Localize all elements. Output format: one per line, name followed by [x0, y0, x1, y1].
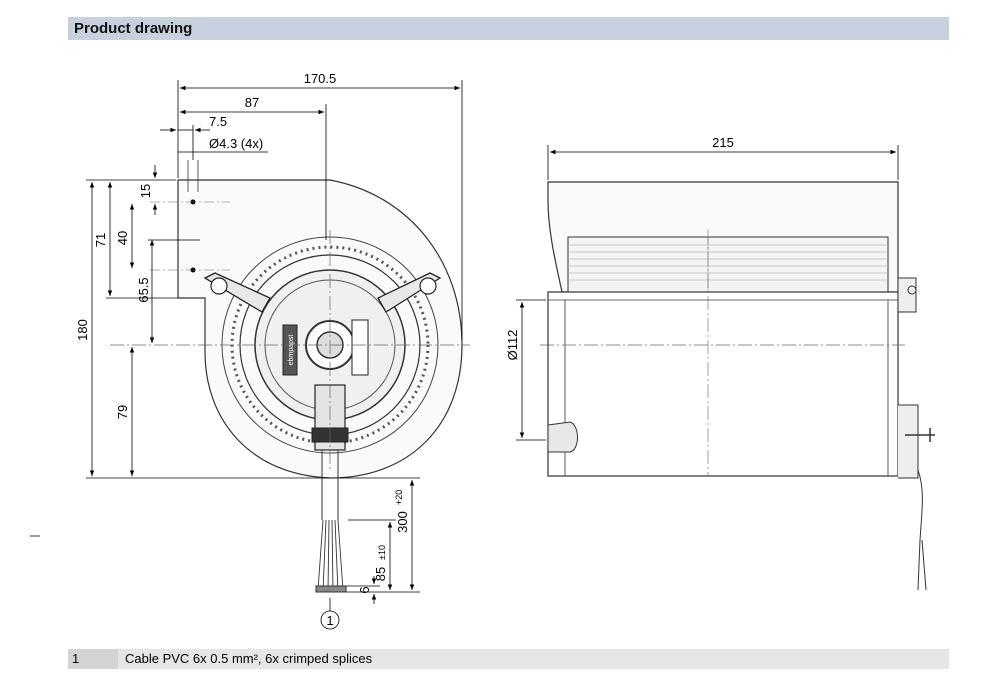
- note-number: 1: [72, 651, 80, 666]
- side-view: [540, 181, 935, 591]
- dim-79: 79: [115, 405, 130, 419]
- side-main-housing: [547, 291, 899, 477]
- dim-71: 71: [93, 233, 108, 247]
- dim-40: 40: [115, 231, 130, 245]
- note-number-cell: 1: [68, 649, 118, 669]
- front-dim-labels: 170.5 87 7.5 Ø4.3 (4x) 15 40 71 65.5 180…: [75, 71, 410, 628]
- cable-wires: [317, 519, 344, 593]
- dim-strip-length: 85: [373, 567, 388, 581]
- dim-center-offset: 87: [245, 95, 259, 110]
- cable-sheath: [321, 450, 339, 520]
- brand-plate: [282, 324, 298, 376]
- brand-label: ebmpapst: [288, 335, 295, 366]
- dim-outlet-dia: Ø112: [505, 330, 520, 361]
- side-bracket-bottom: [898, 404, 919, 479]
- arm-hole-right: [419, 277, 437, 295]
- dim-6: 6: [357, 586, 372, 593]
- front-view: [110, 160, 470, 593]
- note-text: Cable PVC 6x 0.5 mm², 6x crimped splices: [125, 651, 373, 666]
- dim-cable-length-tol: +20: [394, 490, 404, 505]
- crimp-splices: [315, 585, 347, 593]
- dim-side-width: 215: [712, 135, 734, 150]
- dim-65-5: 65.5: [136, 277, 151, 302]
- side-dimensions: [516, 145, 899, 441]
- callout-1: 1: [326, 613, 333, 628]
- side-impeller: [567, 236, 889, 293]
- dim-180: 180: [75, 319, 90, 341]
- rating-plate: [351, 319, 369, 376]
- impeller-lines: [568, 237, 888, 292]
- side-outlet-tab: [547, 421, 578, 453]
- dim-hole-offset: 7.5: [209, 114, 227, 129]
- dim-strip-length-tol: ±10: [377, 545, 387, 560]
- dim-cable-length: 300: [395, 511, 410, 533]
- side-dim-labels: 215 Ø112: [505, 135, 734, 360]
- front-dimensions: [86, 80, 463, 630]
- note-row: 1 Cable PVC 6x 0.5 mm², 6x crimped splic…: [68, 649, 949, 669]
- dim-hole-dia: Ø4.3 (4x): [209, 136, 263, 151]
- section-header: Product drawing: [68, 17, 949, 40]
- side-bracket-top: [897, 277, 917, 313]
- arm-hole-left: [210, 277, 228, 295]
- dim-overall-width: 170.5: [304, 71, 337, 86]
- section-title: Product drawing: [74, 20, 193, 37]
- dim-15: 15: [138, 184, 153, 198]
